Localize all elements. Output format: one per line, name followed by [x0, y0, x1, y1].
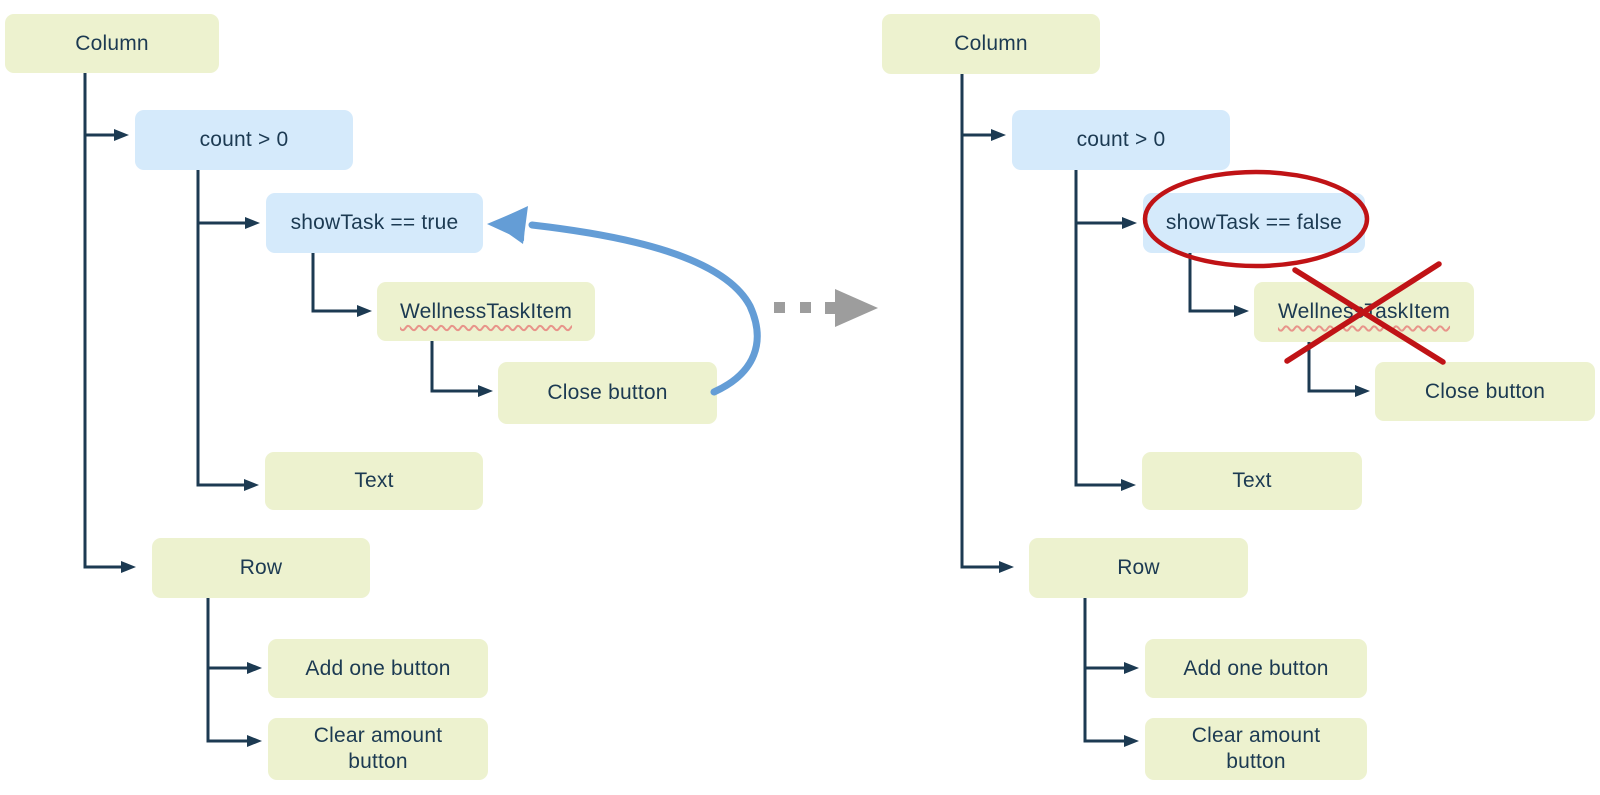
- node-show-task-condition: showTask == true: [266, 193, 483, 253]
- left-wti-to-close-connector: [430, 341, 493, 397]
- state-transition-arrow-icon: [774, 289, 878, 327]
- node-column: Column: [5, 14, 219, 73]
- node-clear-amount-button: Clear amount button: [1145, 718, 1367, 780]
- right-wti-to-close-connector: [1307, 341, 1370, 397]
- node-count-condition: count > 0: [1012, 110, 1230, 170]
- right-count-to-text-connector: [1074, 170, 1136, 491]
- node-count-condition: count > 0: [135, 110, 353, 170]
- node-close-button: Close button: [498, 362, 717, 424]
- node-text: Text: [265, 452, 483, 510]
- left-count-to-text-connector: [196, 170, 259, 491]
- right-column-to-row-connector: [960, 73, 1014, 573]
- node-add-one-button: Add one button: [1145, 639, 1367, 698]
- wellness-task-item-label: WellnessTaskItem: [1277, 300, 1451, 323]
- node-column: Column: [882, 14, 1100, 74]
- left-showtask-to-wti-connector: [311, 253, 372, 317]
- wellness-task-item-label: WellnessTaskItem: [399, 299, 573, 323]
- clear-amount-button-label: Clear amount button: [1191, 724, 1321, 773]
- node-row: Row: [1029, 538, 1248, 598]
- node-row: Row: [152, 538, 370, 598]
- node-close-button: Close button: [1375, 362, 1595, 421]
- node-clear-amount-button: Clear amount button: [268, 718, 488, 780]
- right-row-to-clear-connector: [1083, 598, 1139, 747]
- node-wellness-task-item: WellnessTaskItem: [1254, 282, 1474, 342]
- node-show-task-condition: showTask == false: [1143, 193, 1365, 253]
- node-wellness-task-item: WellnessTaskItem: [377, 282, 595, 341]
- node-text: Text: [1142, 452, 1362, 510]
- clear-amount-button-label: Clear amount button: [313, 724, 443, 773]
- left-column-to-row-connector: [83, 73, 136, 573]
- right-showtask-to-wti-connector: [1188, 253, 1249, 317]
- left-row-to-clear-connector: [206, 598, 262, 747]
- node-add-one-button: Add one button: [268, 639, 488, 698]
